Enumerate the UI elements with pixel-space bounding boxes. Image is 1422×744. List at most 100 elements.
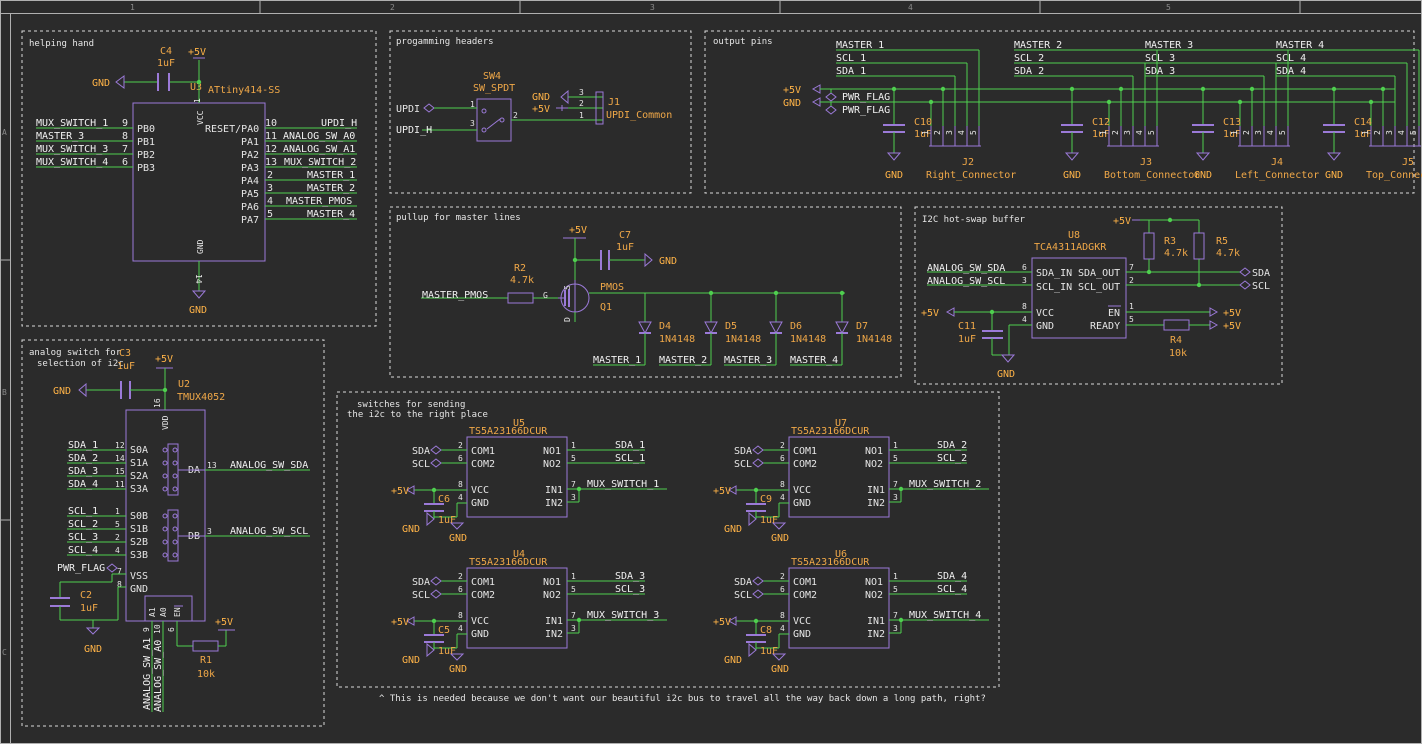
svg-text:UPDI_H: UPDI_H xyxy=(321,118,357,129)
pin-number: 8 xyxy=(458,480,463,489)
svg-text:3: 3 xyxy=(1022,276,1027,285)
diode-symbol xyxy=(638,321,652,335)
connector-ref: J2 xyxy=(962,157,974,168)
pin-number: 5 xyxy=(1278,130,1287,135)
pin-number: 5 xyxy=(969,130,978,135)
svg-text:4.7k: 4.7k xyxy=(1164,248,1188,259)
net-label: MASTER_2 xyxy=(1014,40,1062,51)
net-label: SCL_4 xyxy=(937,584,967,595)
pin-name: GND xyxy=(471,629,489,640)
net-label: SCL_4 xyxy=(68,545,98,556)
cap-ref: C8 xyxy=(760,625,772,636)
pin-number: 1 xyxy=(1361,130,1370,135)
svg-text:7: 7 xyxy=(122,144,128,155)
svg-text:RESET/PA0: RESET/PA0 xyxy=(205,124,259,135)
svg-text:SCL_IN: SCL_IN xyxy=(1036,282,1072,293)
gnd-label: GND xyxy=(449,533,467,544)
svg-text:SCL: SCL xyxy=(1252,281,1270,292)
connector-ref: J5 xyxy=(1402,157,1414,168)
cap-ref: C10 xyxy=(914,117,932,128)
pin-number: 1 xyxy=(571,441,576,450)
svg-text:3: 3 xyxy=(579,88,584,97)
pin-name: IN1 xyxy=(545,616,563,627)
pin-number: 5 xyxy=(893,585,898,594)
pin-number: 3 xyxy=(893,493,898,502)
net-label: SCL_3 xyxy=(1145,53,1175,64)
pin-name: NO1 xyxy=(543,446,561,457)
svg-text:12: 12 xyxy=(265,144,277,155)
svg-text:G: G xyxy=(543,291,548,300)
net-label: MASTER_2 xyxy=(659,355,707,366)
svg-text:EN: EN xyxy=(1108,308,1120,319)
frame-row-label: B xyxy=(2,388,7,397)
diode-symbol xyxy=(704,321,718,335)
gnd-label: GND xyxy=(1194,170,1212,181)
chip-value: TS5A23166DCUR xyxy=(469,557,548,568)
pin-name: NO1 xyxy=(543,577,561,588)
cap-value: 1uF xyxy=(1354,129,1372,140)
footnote: ^ This is needed because we don't want o… xyxy=(379,694,986,704)
pin-number: 5 xyxy=(893,454,898,463)
net-label: SCL_2 xyxy=(1014,53,1044,64)
svg-text:MASTER_PMOS: MASTER_PMOS xyxy=(422,290,488,301)
svg-text:PA7: PA7 xyxy=(241,215,259,226)
cap-value: 1uF xyxy=(914,129,932,140)
u3-value: ATtiny414-SS xyxy=(208,85,280,96)
pin-number: 2 xyxy=(1373,130,1382,135)
net-label: SDA_4 xyxy=(68,479,98,490)
c4-value: 1uF xyxy=(157,58,175,69)
chip-body xyxy=(788,436,890,518)
connector-ref: J4 xyxy=(1271,157,1283,168)
pin-number: 11 xyxy=(115,480,125,489)
net-label: SCL_2 xyxy=(937,453,967,464)
pin-number: 1 xyxy=(115,507,120,516)
pin-name: COM1 xyxy=(471,577,495,588)
svg-text:I2C hot-swap buffer: I2C hot-swap buffer xyxy=(922,215,1026,225)
svg-text:READY: READY xyxy=(1090,321,1120,332)
svg-text:ANALOG_SW_A0: ANALOG_SW_A0 xyxy=(153,640,164,712)
pin-number: 3 xyxy=(571,624,576,633)
svg-text:R5: R5 xyxy=(1216,236,1228,247)
svg-text:C2: C2 xyxy=(80,590,92,601)
cap-ref: C9 xyxy=(760,494,772,505)
pin-number: 4 xyxy=(780,493,785,502)
mux-chip: U7TS5A23166DCURCOM1COM2VCCGNDNO1NO2IN1IN… xyxy=(713,418,989,544)
svg-text:1uF: 1uF xyxy=(958,334,976,345)
net-label: SDA xyxy=(734,577,752,588)
svg-text:Q1: Q1 xyxy=(600,302,612,313)
pin-name: S3B xyxy=(130,550,148,561)
net-label: SCL_3 xyxy=(615,584,645,595)
cap-value: 1uF xyxy=(438,646,456,657)
pin-name: COM1 xyxy=(793,577,817,588)
pin-name: S0A xyxy=(130,445,148,456)
net-label: SCL_1 xyxy=(836,53,866,64)
gnd-label: GND xyxy=(885,170,903,181)
chip-ref: U7 xyxy=(835,418,847,429)
pin-number: 2 xyxy=(115,533,120,542)
net-label: SDA_2 xyxy=(937,440,967,451)
pin-name: S0B xyxy=(130,511,148,522)
pin-name: S1A xyxy=(130,458,148,469)
net-label: SCL xyxy=(734,459,752,470)
svg-text:switches for sending: switches for sending xyxy=(357,400,465,410)
net-label: SDA_4 xyxy=(1276,66,1306,77)
svg-text:1: 1 xyxy=(470,100,475,109)
svg-text:SDA: SDA xyxy=(1252,268,1270,279)
cap-ref: C14 xyxy=(1354,117,1372,128)
svg-text:+5V: +5V xyxy=(569,225,587,236)
svg-text:PMOS: PMOS xyxy=(600,282,624,293)
svg-text:+5V: +5V xyxy=(1113,216,1131,227)
pin-name: NO2 xyxy=(543,590,561,601)
svg-text:7: 7 xyxy=(117,567,122,576)
cap-value: 1uF xyxy=(760,646,778,657)
svg-text:ANALOG_SW_A0: ANALOG_SW_A0 xyxy=(283,131,355,142)
net-label: MASTER_4 xyxy=(790,355,838,366)
pin-number: 2 xyxy=(458,441,463,450)
svg-text:MUX_SWITCH_2: MUX_SWITCH_2 xyxy=(284,157,356,168)
chip-ref: U5 xyxy=(513,418,525,429)
svg-text:8: 8 xyxy=(117,580,122,589)
c4-ref: C4 xyxy=(160,46,172,57)
